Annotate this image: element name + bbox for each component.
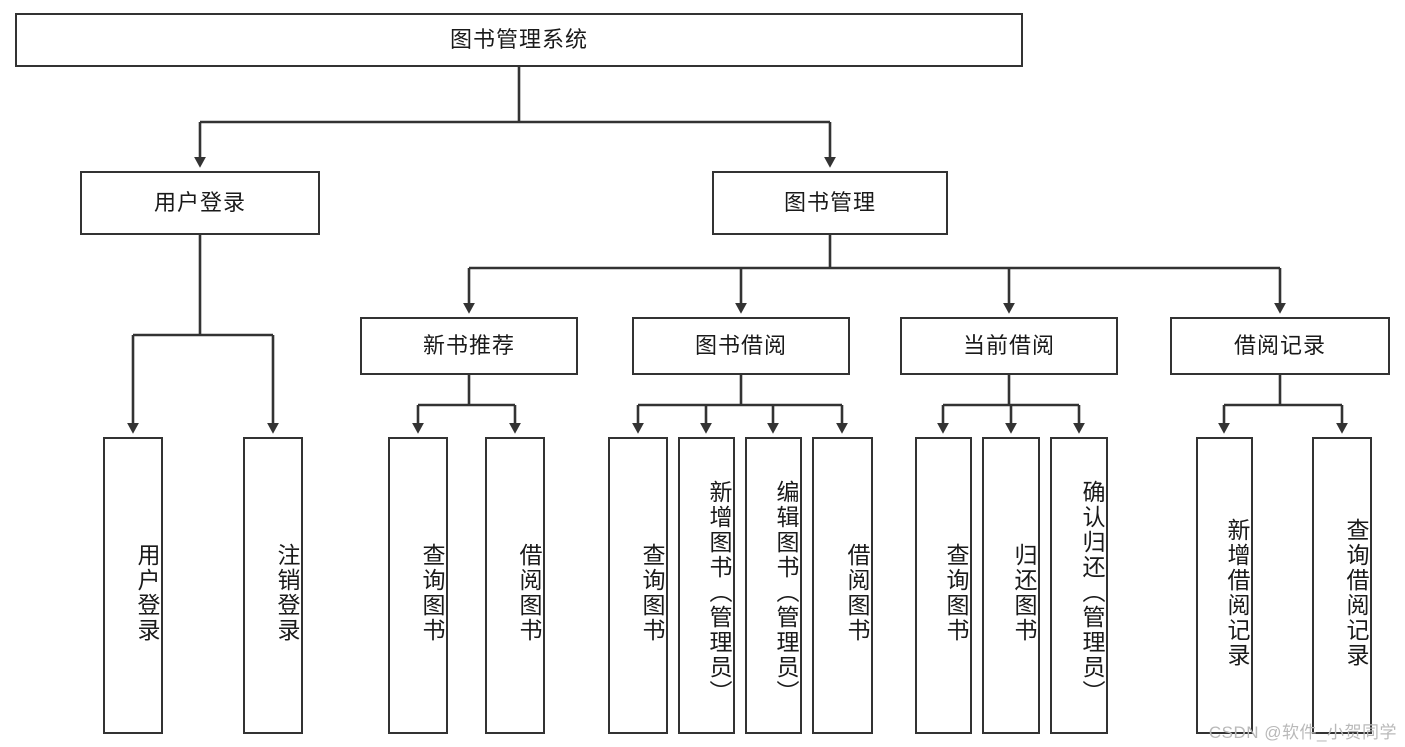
node-leaf-add-book-admin[interactable]: 新增图书（管理员）	[678, 437, 735, 734]
node-leaf-query-book-recommend[interactable]: 查询图书	[388, 437, 448, 734]
node-leaf-borrow-book[interactable]: 借阅图书	[812, 437, 873, 734]
node-leaf-user-login[interactable]: 用户登录	[103, 437, 163, 734]
csdn-watermark: CSDN @软件_小贺同学	[1208, 723, 1397, 742]
node-book-borrow[interactable]: 图书借阅	[632, 317, 850, 375]
node-user-login[interactable]: 用户登录	[80, 171, 320, 235]
node-book-management[interactable]: 图书管理	[712, 171, 948, 235]
node-borrow-record[interactable]: 借阅记录	[1170, 317, 1390, 375]
node-new-book-recommend[interactable]: 新书推荐	[360, 317, 578, 375]
node-leaf-return-book[interactable]: 归还图书	[982, 437, 1040, 734]
node-leaf-edit-book-admin[interactable]: 编辑图书（管理员）	[745, 437, 802, 734]
node-leaf-query-book-borrow[interactable]: 查询图书	[608, 437, 668, 734]
node-leaf-confirm-return-admin[interactable]: 确认归还（管理员）	[1050, 437, 1108, 734]
node-leaf-query-book-current[interactable]: 查询图书	[915, 437, 972, 734]
node-leaf-query-borrow-record[interactable]: 查询借阅记录	[1312, 437, 1372, 734]
node-current-borrow[interactable]: 当前借阅	[900, 317, 1118, 375]
node-leaf-add-borrow-record[interactable]: 新增借阅记录	[1196, 437, 1253, 734]
node-leaf-borrow-book-recommend[interactable]: 借阅图书	[485, 437, 545, 734]
node-leaf-logout[interactable]: 注销登录	[243, 437, 303, 734]
node-root-system[interactable]: 图书管理系统	[15, 13, 1023, 67]
